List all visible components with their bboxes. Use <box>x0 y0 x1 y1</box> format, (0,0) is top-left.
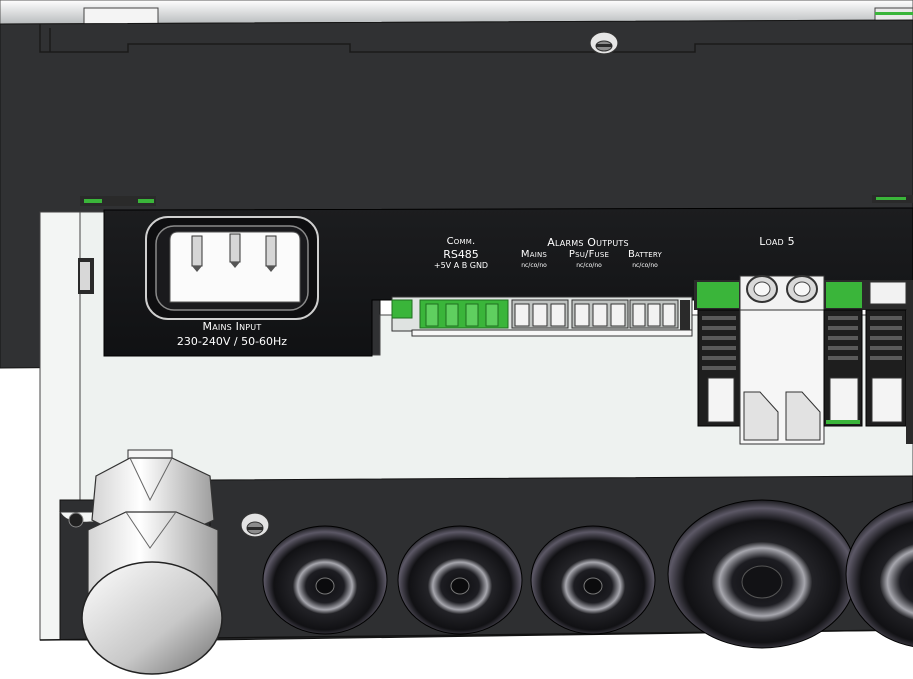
mains-input-spec: 230-240V / 50-60Hz <box>176 335 288 348</box>
load-connector-block <box>694 275 913 445</box>
cable-gland-icon <box>81 449 223 675</box>
screw-icon <box>589 31 619 55</box>
grommet-icon <box>397 525 523 635</box>
alarm-mains-label: Mains <box>520 249 548 260</box>
screw-icon <box>240 512 270 538</box>
mains-input-title: Mains Input <box>202 320 262 333</box>
alarm-battery-contacts: nc/co/no <box>632 262 658 269</box>
alarms-title: Alarms Outputs <box>547 236 629 249</box>
terminal-block-icon <box>511 299 679 329</box>
comm-title: Comm. <box>446 236 476 247</box>
mains-inlet-icon <box>145 216 319 320</box>
load-title: Load 5 <box>759 235 795 248</box>
grommet-icon <box>262 525 388 635</box>
alarm-psu-contacts: nc/co/no <box>576 262 602 269</box>
alarm-battery-label: Battery <box>627 249 663 260</box>
grommet-icon <box>845 501 913 647</box>
alarm-mains-contacts: nc/co/no <box>521 262 547 269</box>
comm-bus-label: RS485 <box>443 248 479 261</box>
grommet-icon <box>530 525 656 635</box>
alarm-psu-label: Psu/Fuse <box>568 249 610 260</box>
comm-pins-label: +5V A B GND <box>433 261 489 270</box>
grommet-icon <box>667 499 857 649</box>
